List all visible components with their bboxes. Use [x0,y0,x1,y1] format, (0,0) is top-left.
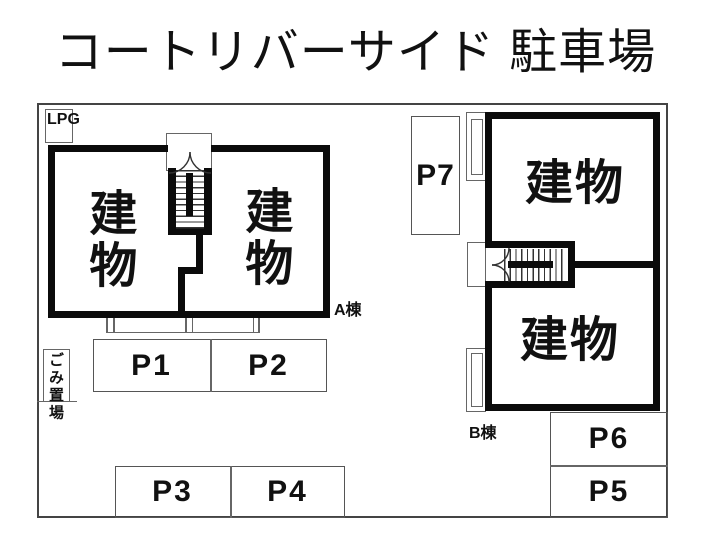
building-b-top-wall [485,112,660,119]
building-b-right-wall [653,112,660,411]
porch-a-line-5 [252,318,254,333]
garbage-area-label: ごみ置場 [47,352,64,422]
stairwell-b-bottom-wall [485,281,575,288]
building-a-tag: A棟 [334,302,362,319]
parking-box-p7 [411,116,460,235]
stairwell-b-right-wall [568,241,575,288]
stairs-b-handrail [508,261,553,268]
site-boundary [37,103,668,518]
lpg-tank-box [45,109,73,143]
porch-a-line-4 [191,318,193,333]
building-a-right-unit-label: 建物 [237,186,291,290]
parking-spot-p2: P2 [248,348,289,382]
building-b-tag: B棟 [469,425,497,442]
parking-spot-p3: P3 [152,475,193,508]
building-b-upper-unit-label: 建物 [524,157,625,210]
garbage-area-box [43,349,70,402]
porch-a-bottom-line [106,331,259,333]
parking-spot-p4: P4 [267,475,308,508]
door-arc-b-upper [491,247,510,266]
door-arc-a-left [168,151,191,174]
building-a-bottom-wall [48,311,330,318]
balcony-b-north-inner [471,119,483,175]
stairwell-a-right-wall [204,168,212,235]
stairwell-a-bottom-wall [168,228,212,235]
unit-divider-b [575,261,653,268]
parking-divider-p3-p4 [230,466,232,518]
building-a-left-unit-label: 建物 [81,188,135,292]
parking-spot-p1: P1 [131,348,172,382]
door-arc-b-lower [491,264,510,283]
lpg-label: LPG [47,111,80,128]
building-a-top-wall-right [211,145,330,152]
unit-divider-a-upper [196,235,203,274]
unit-divider-a-lower [178,267,185,318]
balcony-b-south-inner [471,353,483,407]
building-a-top-wall-left [48,145,168,152]
stairwell-b-top-wall [485,241,575,248]
unit-divider-a-jog [178,267,203,274]
porch-a-line-2 [113,318,115,333]
porch-a-line-3 [185,318,187,333]
garbage-box-tick-left [37,400,43,402]
building-a-right-wall [323,145,330,318]
parking-spot-p7: P7 [416,158,455,192]
building-a-left-wall [48,145,55,318]
building-b-left-wall-upper [485,112,492,248]
parking-spot-p5: P5 [588,474,630,508]
parking-divider-p5-p6 [550,465,668,467]
building-b-lower-unit-label: 建物 [519,314,620,367]
building-b-bottom-wall [485,404,660,411]
door-arc-a-right [189,151,212,174]
parking-divider-p1-p2 [210,339,212,392]
porch-a-line-6 [258,318,260,333]
porch-a-line-1 [106,318,108,333]
page-title: コートリバーサイド 駐車場 [54,26,657,79]
garbage-box-tick-right [70,400,77,402]
stairwell-a-left-wall [168,168,176,235]
stairs-a-handrail [186,173,193,216]
building-b-entrance-vestibule [467,242,486,287]
building-b-left-wall-lower [485,282,492,411]
parking-spot-p6: P6 [588,421,630,455]
